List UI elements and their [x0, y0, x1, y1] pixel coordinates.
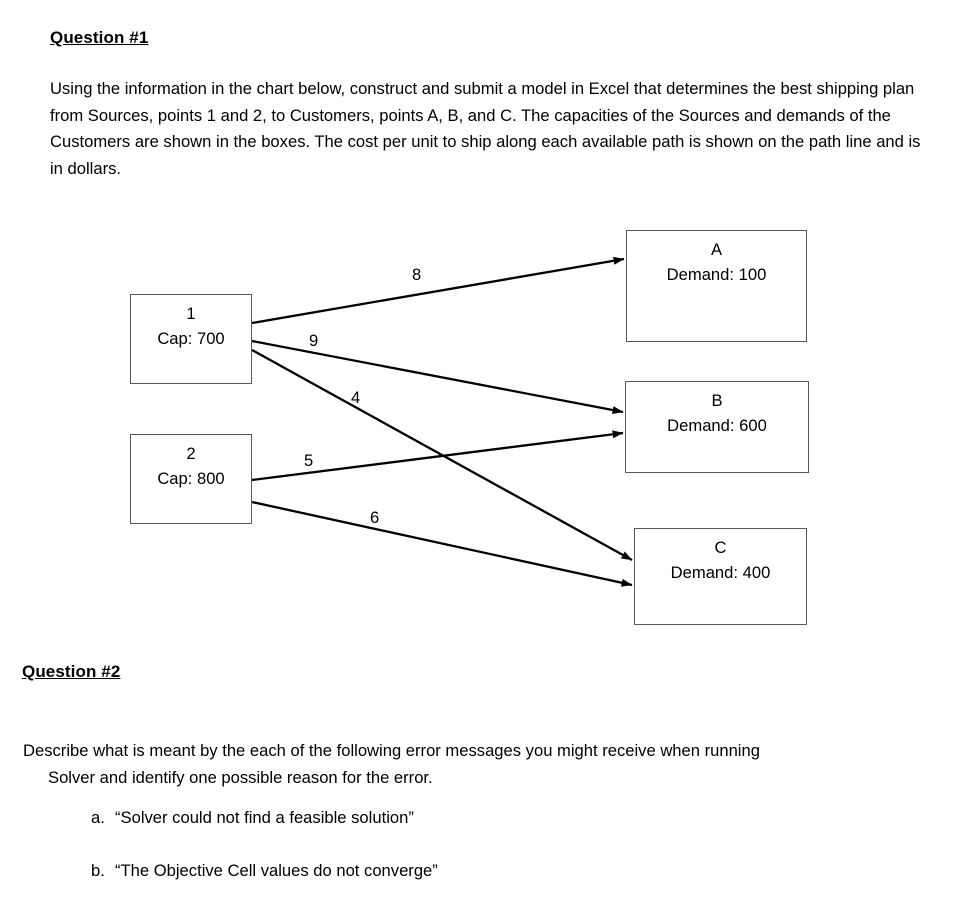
edge-cost-label-2-to-B: 5: [304, 451, 314, 470]
diagram-edges-svg: [251, 256, 633, 587]
question-2-list-item-b: b. “The Objective Cell values do not conv…: [91, 858, 438, 884]
customer-node-a-demand: Demand: 100: [666, 265, 767, 284]
customer-node-a-label: A: [710, 240, 723, 259]
edge-1-to-B: [251, 339, 624, 414]
customer-node-b-label: B: [711, 391, 723, 410]
source-node-1: 1 Cap: 700: [130, 294, 252, 384]
customer-node-a: A Demand: 100: [626, 230, 807, 342]
list-text-a: “Solver could not find a feasible soluti…: [115, 808, 414, 827]
source-node-1-capacity: Cap: 700: [157, 329, 225, 348]
edge-2-to-C: [251, 500, 633, 587]
edge-cost-label-1-to-A: 8: [412, 265, 422, 284]
customer-node-c-demand: Demand: 400: [670, 563, 771, 582]
list-marker-b: b.: [91, 861, 105, 880]
question-2-body-line-2: Solver and identify one possible reason …: [48, 767, 433, 787]
list-text-b: “The Objective Cell values do not conver…: [115, 861, 438, 880]
source-node-2-label: 2: [186, 444, 196, 463]
list-marker-a: a.: [91, 808, 105, 827]
customer-node-b-demand: Demand: 600: [667, 416, 767, 435]
edge-1-to-A: [251, 256, 625, 325]
question-2-list-item-a: a. “Solver could not find a feasible solu…: [91, 805, 414, 831]
transportation-network-diagram: 1 Cap: 700 2 Cap: 800 A Demand: 100 B De…: [0, 210, 968, 650]
question-1-body-text: Using the information in the chart below…: [50, 79, 921, 178]
customer-node-b: B Demand: 600: [625, 381, 809, 473]
source-node-2-capacity: Cap: 800: [157, 469, 225, 488]
source-node-1-label: 1: [186, 304, 196, 323]
edge-cost-label-1-to-C: 4: [351, 388, 361, 407]
edge-cost-label-1-to-B: 9: [309, 331, 319, 350]
edge-2-to-B: [251, 430, 624, 482]
question-2-body-line-1: Describe what is meant by the each of th…: [23, 741, 760, 760]
customer-node-c-label: C: [714, 538, 727, 557]
question-2-body-text: Describe what is meant by the each of th…: [23, 738, 933, 791]
customer-node-c: C Demand: 400: [634, 528, 807, 625]
source-node-2: 2 Cap: 800: [130, 434, 252, 524]
question-2-heading: Question #2: [22, 662, 121, 681]
question-1-heading: Question #1: [50, 28, 149, 47]
edge-cost-label-2-to-C: 6: [370, 508, 380, 527]
